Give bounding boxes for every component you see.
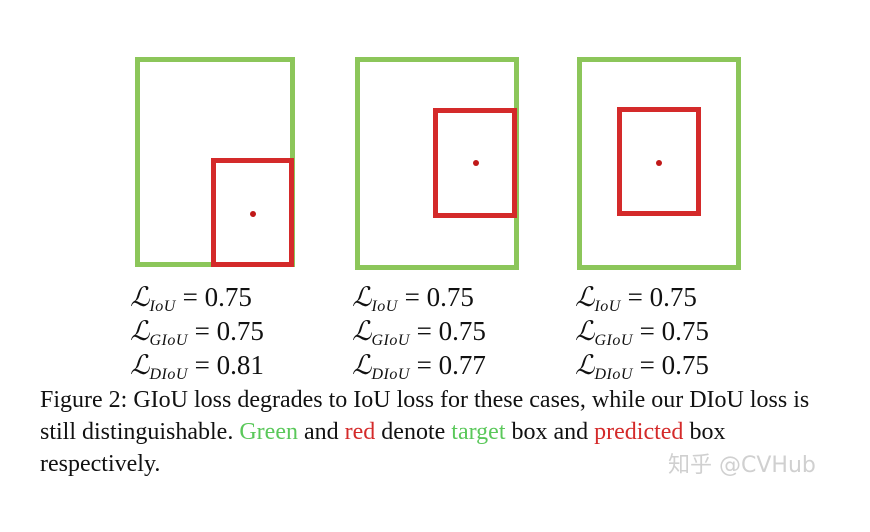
target-box-3 [577,57,741,270]
caption-green-word: Green [239,419,298,445]
loss-diou: ℒDIoU = 0.75 [575,350,709,383]
loss-diou: ℒDIoU = 0.77 [352,350,486,383]
predicted-box-2 [433,108,517,218]
predicted-box-3 [617,107,701,216]
predicted-center-dot-3 [656,160,662,166]
caption-target-word: target [451,419,506,445]
loss-iou: ℒIoU = 0.75 [575,282,697,315]
loss-iou: ℒIoU = 0.75 [130,282,252,315]
loss-values-panel-1: ℒIoU = 0.75 ℒGIoU = 0.75 ℒDIoU = 0.81 [130,280,360,383]
loss-giou: ℒGIoU = 0.75 [130,316,264,349]
predicted-center-dot-2 [473,160,479,166]
loss-iou: ℒIoU = 0.75 [352,282,474,315]
predicted-box-1 [211,158,294,267]
caption-red-word: red [344,419,376,445]
figure-caption: Figure 2: GIoU loss degrades to IoU loss… [40,387,810,477]
loss-giou: ℒGIoU = 0.75 [575,316,709,349]
loss-values-panel-3: ℒIoU = 0.75 ℒGIoU = 0.75 ℒDIoU = 0.75 [575,280,805,383]
loss-values-panel-2: ℒIoU = 0.75 ℒGIoU = 0.75 ℒDIoU = 0.77 [352,280,582,383]
caption-predicted-word: predicted [594,419,684,445]
loss-giou: ℒGIoU = 0.75 [352,316,486,349]
watermark: 知乎 @CVHub [668,453,816,478]
predicted-center-dot-1 [250,211,256,217]
loss-diou: ℒDIoU = 0.81 [130,350,264,383]
